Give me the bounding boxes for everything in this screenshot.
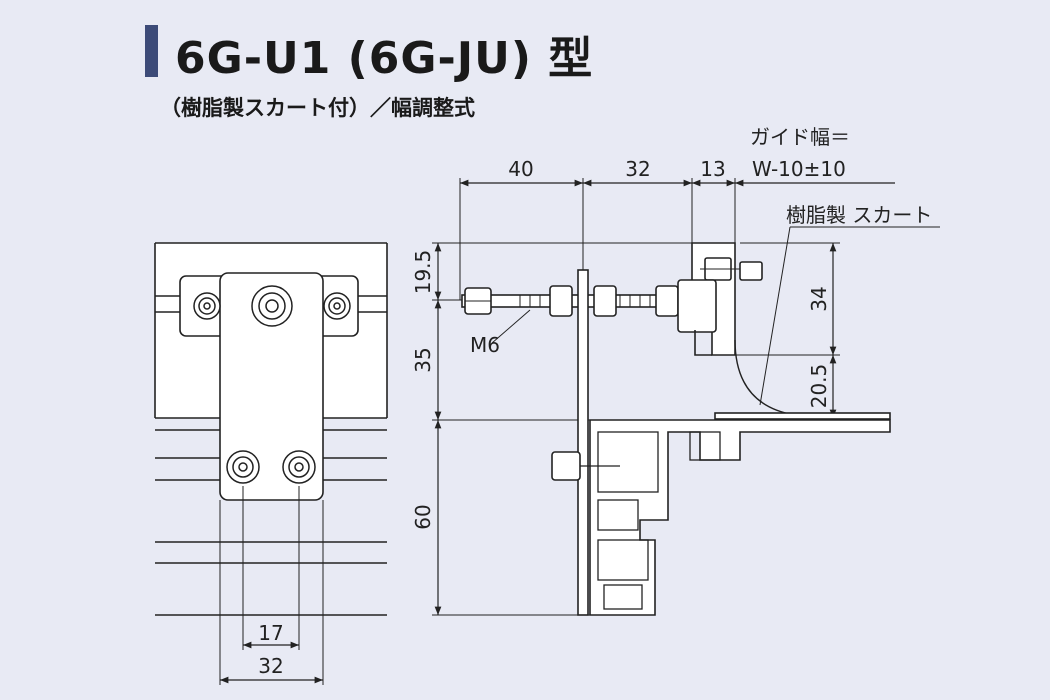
dim-19-5: 19.5	[411, 250, 435, 295]
title-accent-bar	[145, 25, 158, 77]
dim-40: 40	[508, 157, 533, 181]
dim-34: 34	[807, 286, 831, 311]
dim-20-5: 20.5	[807, 364, 831, 409]
skirt-label: 樹脂製 スカート	[786, 203, 932, 227]
guide-width-value: W-10±10	[752, 157, 846, 181]
page-title: 6G-U1 (6G-JU) 型	[175, 33, 594, 84]
thread-label: M6	[470, 333, 500, 357]
dim-17: 17	[258, 621, 283, 645]
dim-35: 35	[411, 347, 435, 372]
dim-60: 60	[411, 504, 435, 529]
dim-32-bottom: 32	[258, 654, 283, 678]
side-view	[432, 178, 940, 616]
dim-13: 13	[700, 157, 725, 181]
guide-width-label: ガイド幅＝	[750, 125, 850, 149]
dim-32-top: 32	[625, 157, 650, 181]
bolt-holes	[193, 285, 351, 484]
top-view	[154, 242, 388, 685]
page-subtitle: （樹脂製スカート付）／幅調整式	[160, 96, 475, 120]
